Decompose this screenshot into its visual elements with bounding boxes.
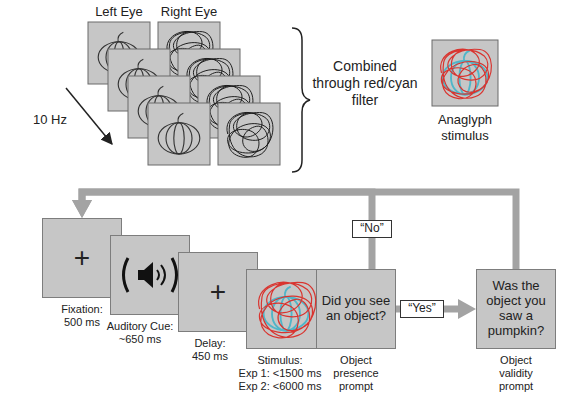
pumpkin-drawing: [138, 86, 180, 127]
flow-arrow: [82, 192, 372, 220]
red-scribble: [441, 49, 492, 99]
sound-wave: [161, 265, 165, 285]
paren-mark: [172, 258, 177, 292]
red-scribble: [259, 282, 316, 338]
flow-arrow: [82, 192, 516, 269]
step-caption: Delay: 450 ms: [186, 337, 234, 363]
flow-arrow: [369, 238, 376, 269]
response-text: “Yes”: [408, 302, 436, 316]
left-eye-frame: [88, 22, 150, 84]
paren-mark: [124, 258, 129, 292]
pumpkin-drawing: [98, 32, 140, 73]
speaker-symbol: [124, 258, 177, 292]
right-eye-frame: [198, 76, 260, 138]
noise-scribble: [207, 85, 253, 130]
pumpkin-drawing: [158, 113, 200, 154]
image-caption: Anaglyph stimulus: [425, 112, 505, 144]
right-eye-frame: [158, 22, 220, 84]
step-caption: Auditory Cue: ~650 ms: [101, 320, 179, 346]
eye-label: Right Eye: [149, 4, 229, 20]
response-tag: “No”: [352, 220, 392, 238]
trial-screen: Stimulus:Exp 1: <1500 msExp 2: <6000 ms: [246, 269, 326, 349]
flow-arrow: [396, 306, 400, 313]
pumpkin-drawing: [118, 59, 160, 100]
step-caption: Object presence prompt: [326, 354, 386, 393]
step-caption: Object validity prompt: [486, 354, 546, 393]
cyan-pumpkin: [264, 287, 309, 331]
left-eye-frame: [128, 76, 190, 138]
speaker-body: [138, 262, 153, 288]
rate-label: 10 Hz: [25, 112, 75, 128]
bracket: [292, 28, 310, 172]
step-caption: Exp 2: <6000 ms: [230, 380, 330, 393]
flow-arrow: [444, 306, 460, 313]
left-eye-frame: [108, 49, 170, 111]
noise-scribble: [167, 31, 213, 76]
noise-scribble: [227, 112, 273, 157]
response-tag: “Yes”: [400, 300, 444, 318]
cyan-pumpkin: [443, 51, 488, 95]
response-text: “No”: [360, 222, 383, 236]
prompt-screen: Was the object you saw a pumpkin?Object …: [476, 269, 556, 349]
step-caption: Exp 1: <1500 ms: [230, 367, 330, 380]
step-caption: Fixation: 500 ms: [56, 303, 108, 329]
noise-scribble: [187, 58, 233, 103]
right-eye-frame: [218, 103, 280, 165]
step-caption: Stimulus:: [230, 354, 330, 367]
screen-text: Was the object you saw a pumpkin?: [480, 279, 552, 339]
left-eye-frame: [148, 103, 210, 165]
time-arrow: [66, 88, 112, 144]
right-eye-frame: [178, 49, 240, 111]
anaglyph-frame: [432, 40, 498, 106]
sound-wave: [157, 270, 159, 280]
prompt-screen: Did you see an object?Object presence pr…: [316, 269, 396, 349]
screen-text: +: [210, 276, 226, 308]
eye-label: Left Eye: [79, 4, 159, 20]
screen-text: +: [74, 242, 90, 274]
screen-text: Did you see an object?: [320, 294, 392, 324]
note: Combined through red/cyan filter: [311, 58, 419, 109]
